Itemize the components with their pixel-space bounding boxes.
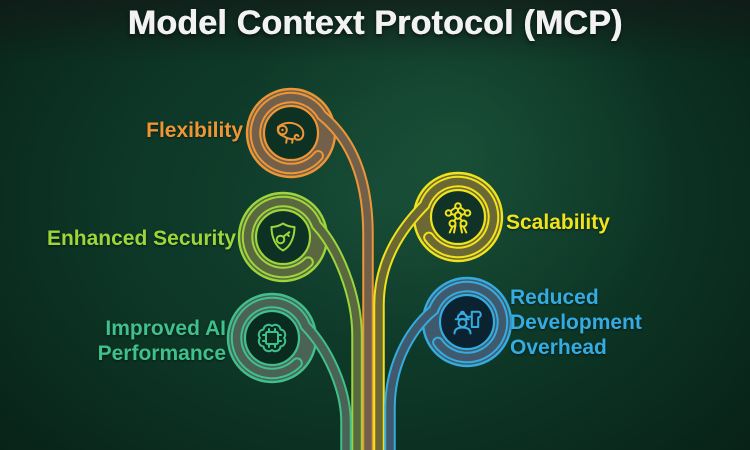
- shield-key-icon: [270, 222, 296, 252]
- label-scalability: Scalability: [506, 211, 610, 234]
- engineer-blueprint-icon: [453, 310, 482, 335]
- branch-improved-ai: [226, 292, 352, 450]
- label-enhanced-security: Enhanced Security: [46, 227, 236, 250]
- branch-enhanced-security: [237, 191, 363, 450]
- brain-chip-icon: [257, 323, 287, 353]
- network-nodes-icon: [444, 202, 472, 234]
- branch-reduced-overhead: [384, 276, 513, 450]
- improved-ai-icon-ring: [243, 309, 301, 367]
- flexibility-icon-ring: [262, 104, 320, 162]
- scalability-icon-ring: [429, 188, 487, 246]
- branch-scalability: [373, 171, 504, 450]
- label-flexibility: Flexibility: [146, 119, 243, 142]
- page-title: Model Context Protocol (MCP): [127, 4, 623, 42]
- label-improved-ai-performance: Improved AI Performance: [97, 317, 226, 365]
- branch-flexibility: [245, 87, 374, 450]
- chameleon-icon: [276, 121, 305, 144]
- label-reduced-development-overhead: Reduced Development Overhead: [510, 286, 642, 359]
